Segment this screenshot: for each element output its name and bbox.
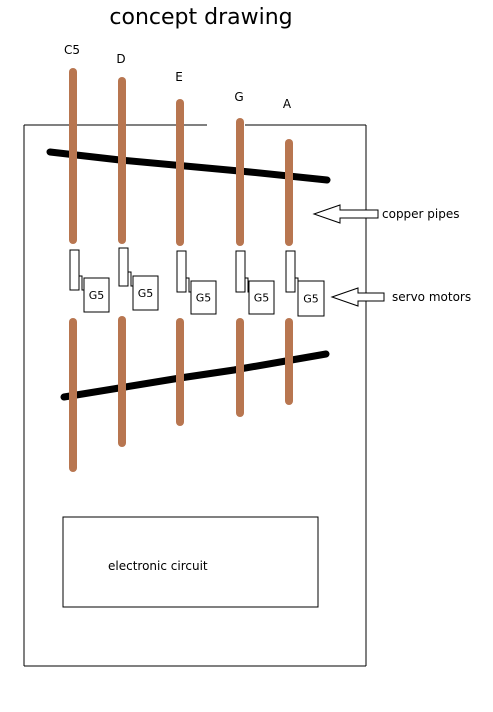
servo-connector-3 — [186, 277, 191, 293]
pipe-labels-group: C5D E G A — [64, 43, 292, 111]
servo-bracket-1 — [69, 249, 80, 291]
servo-connector-2 — [128, 271, 133, 287]
servo-label-5: G5 — [303, 293, 319, 306]
left-arrow-icon — [330, 287, 385, 307]
servo-label-2: G5 — [138, 287, 154, 300]
copper-pipes-annotation: copper pipes — [312, 204, 460, 224]
servo-label-4: G5 — [254, 292, 270, 305]
servo-label-1: G5 — [89, 289, 105, 302]
servo-bracket-3 — [176, 250, 187, 293]
servo-motor-5 — [297, 280, 325, 317]
servo-motors-annotation: servo motors — [330, 287, 471, 307]
servo-motors-group: G5 G5 G5 G5 G5 — [69, 247, 325, 317]
servo-bracket-4 — [235, 250, 246, 293]
electronic-circuit-label: electronic circuit — [108, 559, 208, 573]
servo-motor-1 — [83, 277, 110, 313]
copper-pipes-label: copper pipes — [382, 207, 460, 221]
servo-motor-2 — [132, 275, 159, 311]
pipe-note-label-3: E — [175, 70, 183, 84]
pipe-note-label-2: D — [116, 52, 125, 66]
pipe-note-label-1: C5 — [64, 43, 80, 57]
servo-bracket-2 — [118, 247, 129, 287]
servo-connector-1 — [79, 275, 84, 291]
copper-pipes-group — [69, 68, 293, 472]
pipe-note-label-5: A — [283, 97, 292, 111]
servo-motors-label: servo motors — [392, 290, 471, 304]
servo-connector-4 — [245, 277, 249, 293]
servo-bracket-5 — [285, 250, 296, 293]
page-title: concept drawing — [109, 5, 292, 30]
servo-motor-4 — [248, 280, 275, 315]
pipe-note-label-4: G — [234, 90, 243, 104]
servo-label-3: G5 — [196, 292, 212, 305]
left-arrow-icon — [312, 204, 379, 224]
servo-motor-3 — [190, 280, 217, 315]
electronic-circuit-box — [62, 516, 319, 608]
